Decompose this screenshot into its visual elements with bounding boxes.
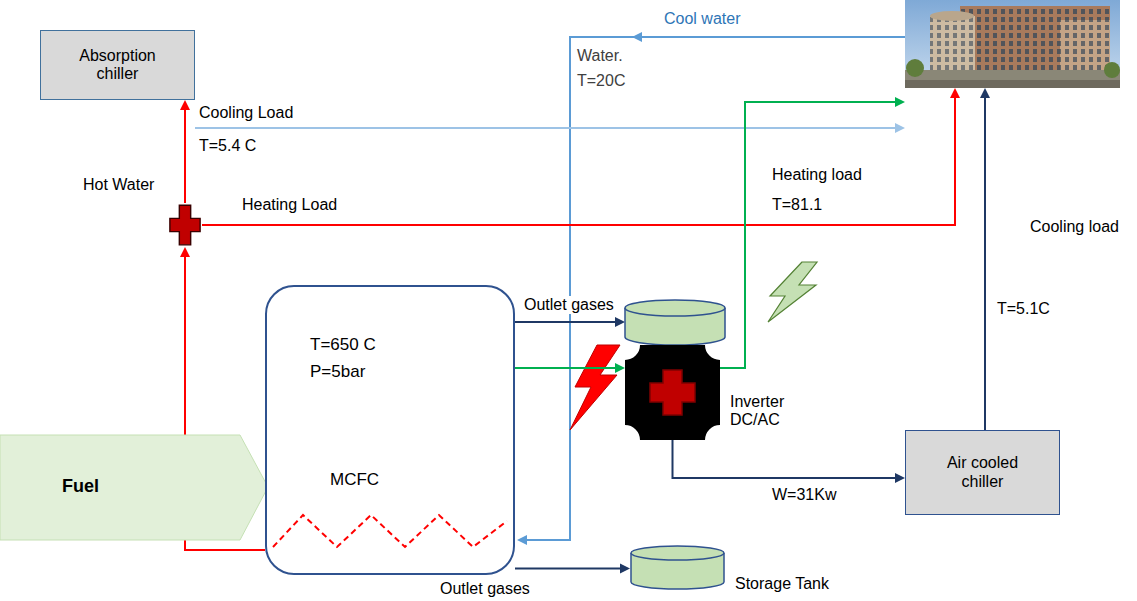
illustration-part — [632, 32, 642, 42]
connector — [515, 363, 625, 373]
node-text: Absorption chiller — [63, 47, 173, 84]
illustration-part — [527, 37, 905, 540]
fuel-arrow-shape — [0, 435, 268, 540]
illustration-part — [195, 127, 895, 129]
connector-line — [184, 110, 186, 203]
illustration-part — [905, 80, 1120, 88]
node-text: Storage Tank — [735, 575, 829, 593]
storage-tank-outline — [631, 546, 724, 560]
air-chiller-cooling-line — [980, 88, 990, 430]
illustration-part — [950, 88, 960, 98]
illustration-part — [515, 321, 615, 323]
annotation-label: Water. — [575, 47, 625, 65]
illustration-part — [1104, 62, 1120, 78]
arrow-head — [615, 363, 625, 373]
connector-label: W=31Kw — [770, 486, 838, 504]
annotation-label: Cooling Load — [197, 104, 295, 122]
illustration-part — [905, 0, 1120, 88]
illustration-part — [1060, 20, 1110, 78]
node-text: MCFC — [330, 470, 379, 490]
annotation-label: Cool water — [662, 10, 742, 28]
annotation-label: T=20C — [575, 72, 627, 90]
storage-tank-symbol — [625, 300, 725, 345]
lightning-bolt — [570, 345, 620, 430]
arrow-head — [180, 247, 190, 257]
connector — [180, 100, 190, 203]
illustration-part — [1060, 20, 1110, 78]
storage-tank-shape — [630, 545, 725, 590]
building-photo — [905, 0, 1120, 88]
absorption-chiller-box: Absorption chiller — [40, 30, 195, 100]
illustration-part — [930, 11, 974, 21]
illustration-part — [984, 98, 986, 430]
annotation-label: T=5.4 C — [197, 137, 258, 155]
annotation-label: Outlet gases — [522, 296, 616, 314]
connector-line — [515, 367, 615, 369]
illustration-part — [625, 300, 725, 316]
illustration-part — [930, 16, 975, 78]
inverter-block-outline — [625, 345, 720, 440]
absorption-cooling-line — [195, 123, 905, 133]
cool-water-line — [517, 32, 905, 545]
outlet-gas-line — [515, 317, 625, 327]
mcfc-fuel-cell-outline — [266, 286, 514, 574]
illustration-part — [720, 102, 895, 368]
illustration-part — [930, 16, 975, 78]
lightning-bolt — [768, 262, 817, 322]
inverter-block: Inverter DC/AC — [625, 345, 720, 440]
illustration-part — [895, 97, 905, 107]
illustration-part — [905, 70, 1120, 88]
inverter-block-outline — [650, 370, 695, 415]
illustration-part — [895, 123, 905, 133]
annotation-label: Heating load — [770, 166, 864, 184]
inverter-block-shape — [625, 345, 720, 440]
heating-water-line — [202, 88, 960, 225]
node-text: T=650 C — [310, 335, 376, 355]
connector — [515, 564, 630, 574]
hot-water-cross-shape — [168, 203, 202, 247]
annotation-label: T=5.1C — [995, 300, 1052, 318]
connector-line — [673, 440, 896, 478]
illustration-part — [615, 317, 625, 327]
hot-water-cross-outline — [170, 205, 200, 245]
connector-label: Outlet gases — [438, 580, 532, 598]
node-text: Hot Water — [83, 176, 154, 194]
annotation-label: T=81.1 — [770, 196, 824, 214]
connector-line — [515, 568, 620, 570]
annotation-label: Heating Load — [240, 196, 339, 214]
mcfc-fuel-cell-shape — [265, 285, 515, 575]
annotation-label: Cooling load — [1028, 218, 1121, 236]
hot-water-cross: Hot Water — [168, 203, 202, 247]
arrow-head — [620, 564, 630, 574]
connector — [673, 440, 906, 483]
node-text: Inverter DC/AC — [730, 393, 784, 430]
fuel-arrow: Fuel — [0, 435, 268, 540]
air-cooled-chiller-box: Air cooled chiller — [905, 430, 1060, 515]
fuel-arrow-outline — [0, 435, 268, 540]
mcfc-fuel-cell-outline — [273, 515, 507, 547]
arrow-head — [180, 100, 190, 110]
illustration-part — [906, 59, 924, 77]
mcfc-fuel-cell: T=650 C P=5barMCFC — [265, 285, 515, 575]
node-text: Air cooled chiller — [933, 454, 1033, 491]
arrow-head — [895, 473, 905, 483]
node-text: Fuel — [62, 476, 99, 497]
node-text: P=5bar — [310, 362, 365, 382]
illustration-part — [517, 535, 527, 545]
storage-tank: Storage Tank — [630, 545, 725, 590]
electric-heating-line — [720, 97, 905, 368]
illustration-part — [980, 88, 990, 98]
illustration-part — [202, 98, 955, 225]
